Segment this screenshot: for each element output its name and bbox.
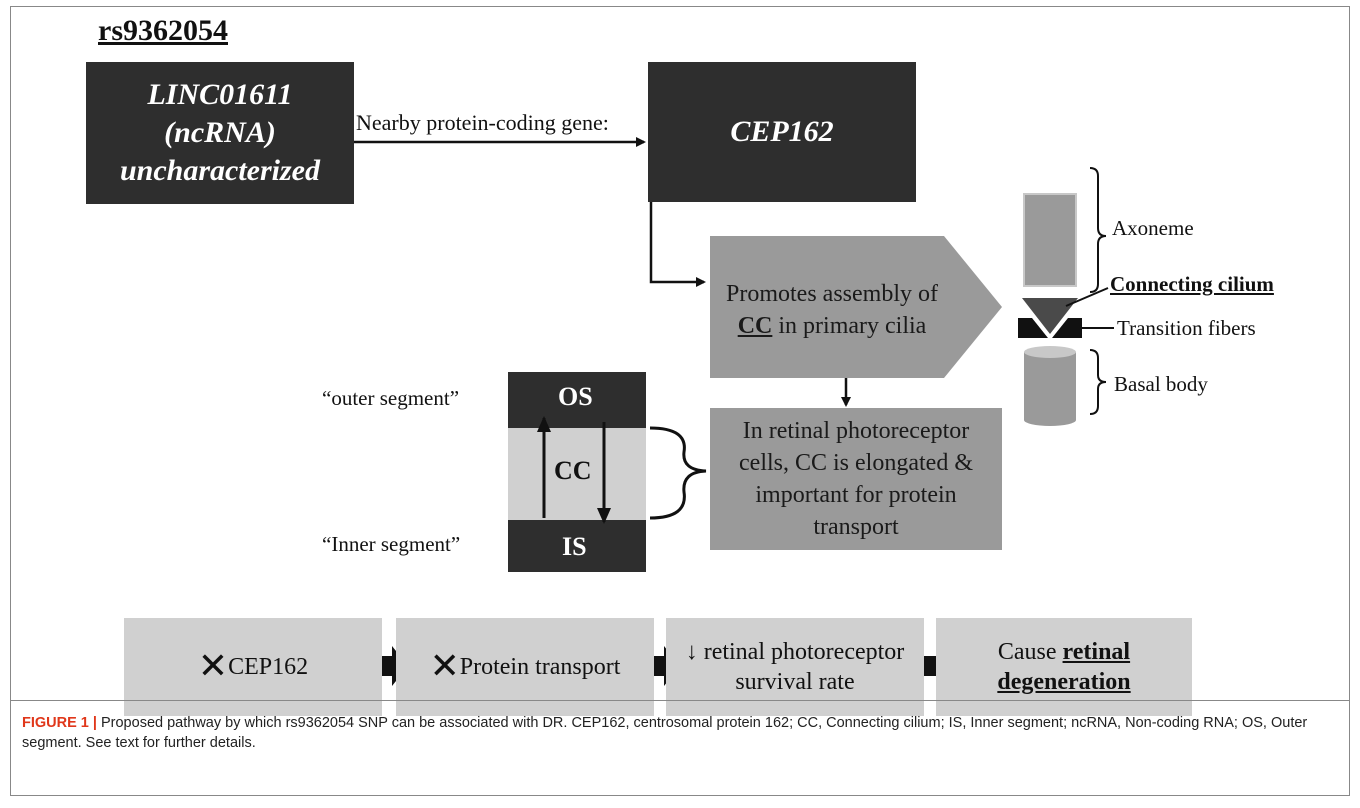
promotes-shape (710, 236, 1002, 378)
flow-step-cep162: ✕CEP162 (124, 618, 382, 716)
basal-body-shape (1024, 352, 1076, 420)
transition-fibers-label: Transition fibers (1117, 316, 1256, 340)
is-band (508, 520, 646, 572)
x-icon: ✕ (197, 646, 229, 687)
flow-step4-text: Cause retinal degeneration (936, 637, 1192, 697)
axoneme-label: Axoneme (1112, 216, 1194, 240)
flow-step2-text: Protein transport (459, 654, 621, 680)
flow-step-protein-transport: ✕Protein transport (396, 618, 654, 716)
x-icon: ✕ (429, 646, 460, 687)
cc-label: CC (554, 456, 592, 485)
caption-text: Proposed pathway by which rs9362054 SNP … (22, 715, 1308, 751)
figure-caption: FIGURE 1 | Proposed pathway by which rs9… (10, 700, 1350, 753)
outer-segment-label: “outer segment” (322, 386, 460, 410)
connecting-cilium-label: Connecting cilium (1110, 272, 1274, 296)
promotes-text: Promotes assembly of CC in primary cilia (718, 278, 946, 342)
cep162-box: CEP162 (648, 62, 916, 202)
transition-fiber-left (1018, 318, 1048, 338)
os-band (508, 372, 646, 428)
flow-step1-text: CEP162 (228, 654, 309, 680)
linc-line3: uncharacterized (119, 154, 320, 187)
promotes-line1: Promotes assembly of (726, 281, 938, 307)
promotes-rest: in primary cilia (772, 313, 927, 339)
cep162-label: CEP162 (730, 115, 834, 148)
brace-segment (649, 426, 707, 520)
os-label: OS (558, 382, 593, 411)
linc01611-box: LINC01611 (ncRNA) uncharacterized (86, 62, 354, 204)
inner-segment-label: “Inner segment” (322, 532, 461, 556)
retinal-box: In retinal photoreceptor cells, CC is el… (710, 408, 1002, 550)
brace-axoneme (1089, 167, 1107, 293)
arrow-cep-to-promotes (649, 202, 706, 287)
flow-step4-prefix: Cause (997, 639, 1063, 665)
flow-step3-text: ↓ retinal photoreceptor survival rate (685, 639, 905, 695)
promotes-line2: CC in primary cilia (718, 310, 946, 342)
promotes-cc: CC (737, 313, 773, 339)
brace-basal-body (1089, 349, 1107, 415)
nearby-gene-label: Nearby protein-coding gene: (356, 110, 609, 135)
basal-body-bottom (1024, 414, 1076, 426)
retinal-text: In retinal photoreceptor cells, CC is el… (739, 418, 973, 540)
is-label: IS (562, 532, 587, 561)
connecting-cilium-pointer (1065, 287, 1109, 307)
connecting-cilium-shape (1022, 298, 1078, 334)
transition-fiber-right (1052, 318, 1082, 338)
figure-frame (10, 6, 1350, 796)
linc-line2: (ncRNA) (164, 116, 276, 149)
linc-line1: LINC01611 (147, 78, 293, 111)
flow-step4-bold: retinal degeneration (997, 639, 1131, 695)
figure-title: rs9362054 (98, 14, 228, 47)
axoneme-shape (1023, 193, 1077, 287)
segment-block (508, 372, 646, 572)
flow-step-survival-rate: ↓ retinal photoreceptor survival rate (666, 618, 924, 716)
basal-body-top (1024, 346, 1076, 358)
caption-label: FIGURE 1 | (22, 715, 97, 731)
basal-body-label: Basal body (1114, 372, 1208, 396)
flow-step-retinal-degeneration: Cause retinal degeneration (936, 618, 1192, 716)
